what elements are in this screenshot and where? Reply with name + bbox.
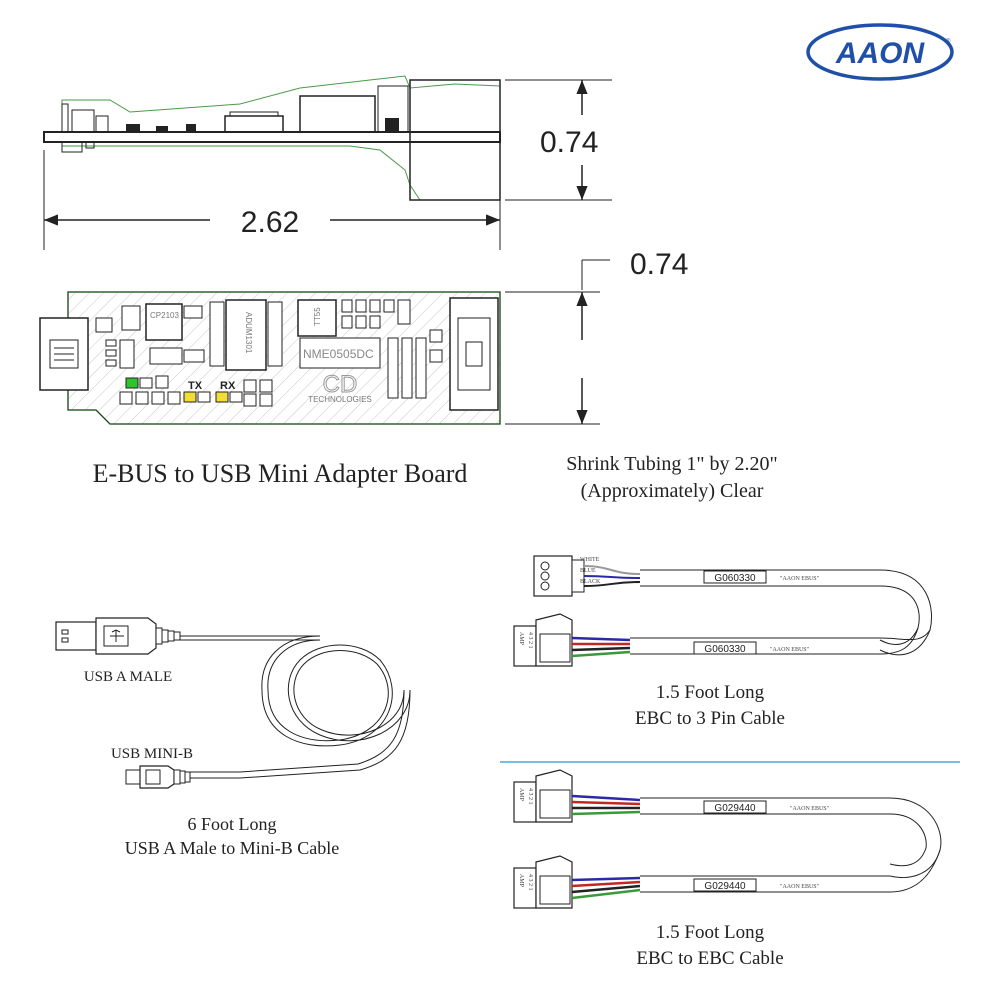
ebus-connector	[449, 297, 499, 411]
chip-label-2: ADUM1301	[244, 312, 253, 354]
logo-text: AAON	[835, 37, 926, 70]
cable-ebc-caption-line-1: 1.5 Foot Long	[656, 922, 765, 943]
cable-print-3pin-top: "AAON EBUS"	[780, 576, 820, 582]
svg-text:AMP: AMP	[518, 874, 524, 888]
cable-3pin-caption-line-2: EBC to 3 Pin Cable	[635, 708, 785, 729]
shrink-tubing-line-2: (Approximately) Clear	[581, 480, 764, 502]
usb-cable-drawing	[55, 617, 411, 789]
height-dimension-bottom: 0.74	[630, 248, 688, 281]
wire-label-white: WHITE	[580, 557, 600, 563]
ebc-to-3pin-cable-drawing: WHITE BLUE BLACK G060330 "AAON EBUS" G06…	[513, 555, 933, 667]
svg-text:AMP: AMP	[518, 632, 524, 646]
cable-print-ebc-bottom: "AAON EBUS"	[780, 884, 820, 890]
ebc-to-ebc-cable-drawing: AMP 4 3 2 1 G029440 "AAON EBUS" AMP 4 3 …	[513, 769, 942, 909]
svg-text:AMP: AMP	[518, 788, 524, 802]
part-number-3pin-top: G060330	[714, 573, 756, 584]
aaon-logo: AAON ®	[806, 23, 954, 81]
dimension-length: 2.62	[43, 150, 501, 250]
usb-cable-caption-line-1: 6 Foot Long	[187, 814, 276, 834]
part-number-ebc-top: G029440	[714, 803, 756, 814]
usb-a-male-label: USB A MALE	[84, 669, 172, 685]
cable-3pin-caption-line-1: 1.5 Foot Long	[656, 682, 765, 703]
usb-bridge-chip	[145, 303, 183, 341]
svg-text:4 3 2 1: 4 3 2 1	[527, 632, 533, 649]
tx-led	[183, 391, 197, 403]
part-number-ebc-bottom: G029440	[704, 881, 746, 892]
chip-label-1: CP2103	[150, 311, 179, 320]
chip-label-6: TECHNOLOGIES	[308, 395, 372, 404]
cable-print-3pin-bottom: "AAON EBUS"	[770, 647, 810, 653]
rx-led	[215, 391, 229, 403]
dimension-height-top: 0.74	[505, 79, 612, 201]
cable-print-ebc-top: "AAON EBUS"	[790, 806, 830, 812]
usb-symbol-icon	[110, 629, 124, 642]
svg-text:4 3 2 1: 4 3 2 1	[527, 874, 533, 891]
length-dimension: 2.62	[241, 206, 299, 239]
terminal-block	[533, 555, 573, 597]
board-top-view: CP2103 ADUM1301 TT55 NME0505DC CD TECHNO…	[39, 291, 501, 425]
isolator-chip	[225, 299, 267, 371]
usb-mini-b-plug	[139, 765, 175, 789]
svg-text:4 3 2 1: 4 3 2 1	[527, 788, 533, 805]
wire-label-black: BLACK	[580, 579, 601, 585]
board-side-view	[43, 75, 501, 201]
height-dimension-top: 0.74	[540, 126, 598, 159]
svg-text:®: ®	[946, 38, 951, 45]
chip-label-3: TT55	[313, 307, 322, 326]
shrink-tubing-line-1: Shrink Tubing 1" by 2.20"	[566, 453, 777, 475]
usb-mini-b-label: USB MINI-B	[111, 746, 193, 762]
chip-label-5: CD	[323, 371, 358, 398]
board-title: E-BUS to USB Mini Adapter Board	[93, 459, 468, 488]
chip-label-4: NME0505DC	[303, 347, 374, 361]
usb-cable-caption-line-2: USB A Male to Mini-B Cable	[125, 838, 340, 858]
cable-ebc-caption-line-2: EBC to EBC Cable	[636, 948, 783, 969]
wire-label-blue: BLUE	[580, 568, 596, 574]
part-number-3pin-bottom: G060330	[704, 644, 746, 655]
tx-led-label: TX	[188, 380, 203, 392]
power-led	[125, 377, 139, 389]
dimension-height-bottom: 0.74	[505, 248, 688, 425]
rx-led-label: RX	[220, 380, 236, 392]
usb-a-plug	[55, 621, 97, 651]
